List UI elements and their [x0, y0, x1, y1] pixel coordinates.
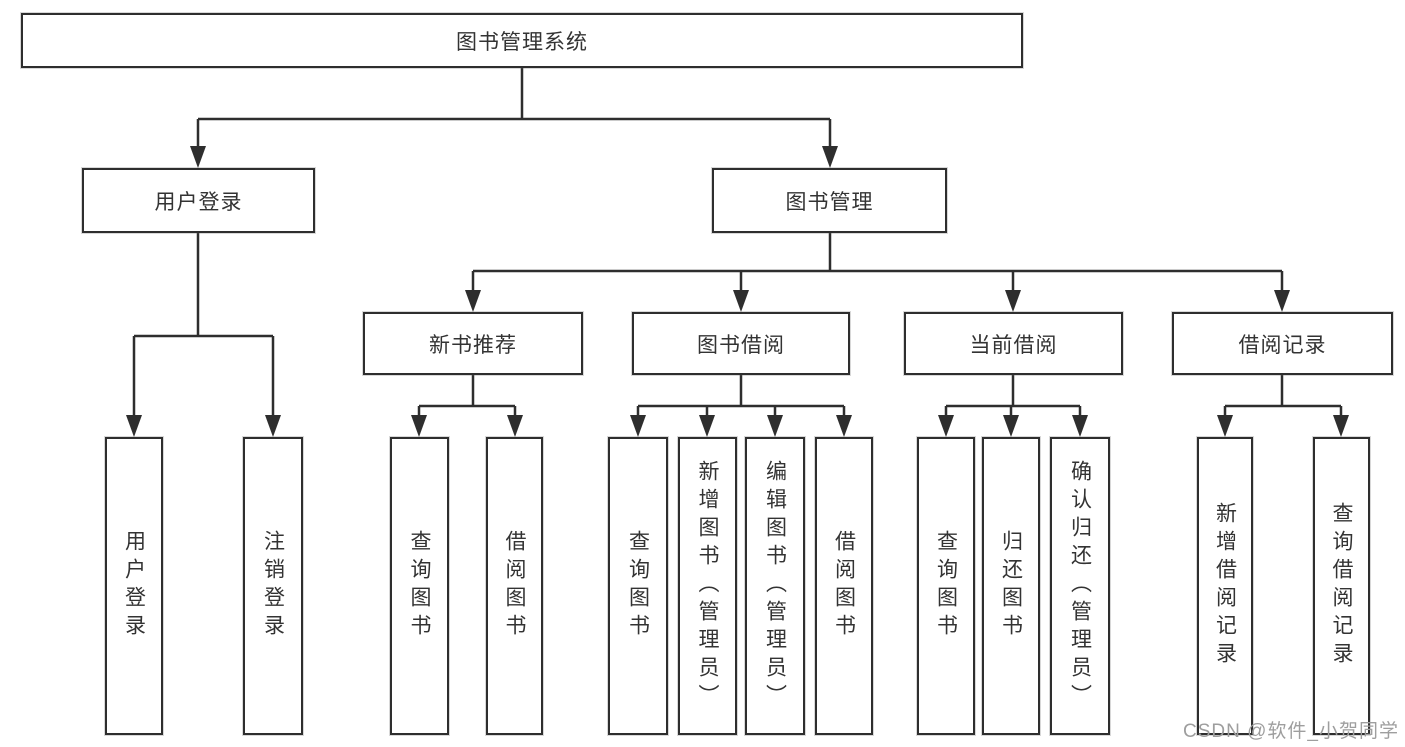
node-leaf-user-login: 用户登录 — [105, 437, 163, 735]
node-user-login: 用户登录 — [82, 168, 315, 233]
node-leaf-query-borrow-record: 查询借阅记录 — [1313, 437, 1370, 735]
csdn-watermark: CSDN @软件_小贺同学 — [1183, 721, 1399, 742]
node-library-system: 图书管理系统 — [21, 13, 1023, 68]
node-book-borrowing: 图书借阅 — [632, 312, 850, 375]
node-leaf-add-book-admin: 新增图书（管理员） — [678, 437, 737, 735]
node-borrowing-records: 借阅记录 — [1172, 312, 1393, 375]
node-leaf-add-borrow-record: 新增借阅记录 — [1197, 437, 1253, 735]
node-leaf-confirm-return-admin: 确认归还（管理员） — [1050, 437, 1110, 735]
node-new-book-recommendation: 新书推荐 — [363, 312, 583, 375]
node-book-management: 图书管理 — [712, 168, 947, 233]
node-current-borrowing: 当前借阅 — [904, 312, 1123, 375]
node-leaf-query-book-bb: 查询图书 — [608, 437, 668, 735]
node-leaf-edit-book-admin: 编辑图书（管理员） — [745, 437, 805, 735]
arrowheads — [126, 146, 1349, 437]
connector-paths — [132, 68, 1343, 417]
node-leaf-query-book-cb: 查询图书 — [917, 437, 975, 735]
node-leaf-borrow-book-bb: 借阅图书 — [815, 437, 873, 735]
node-leaf-borrow-book-rec: 借阅图书 — [486, 437, 543, 735]
node-leaf-return-book: 归还图书 — [982, 437, 1040, 735]
node-leaf-logout: 注销登录 — [243, 437, 303, 735]
node-leaf-query-book-rec: 查询图书 — [390, 437, 449, 735]
